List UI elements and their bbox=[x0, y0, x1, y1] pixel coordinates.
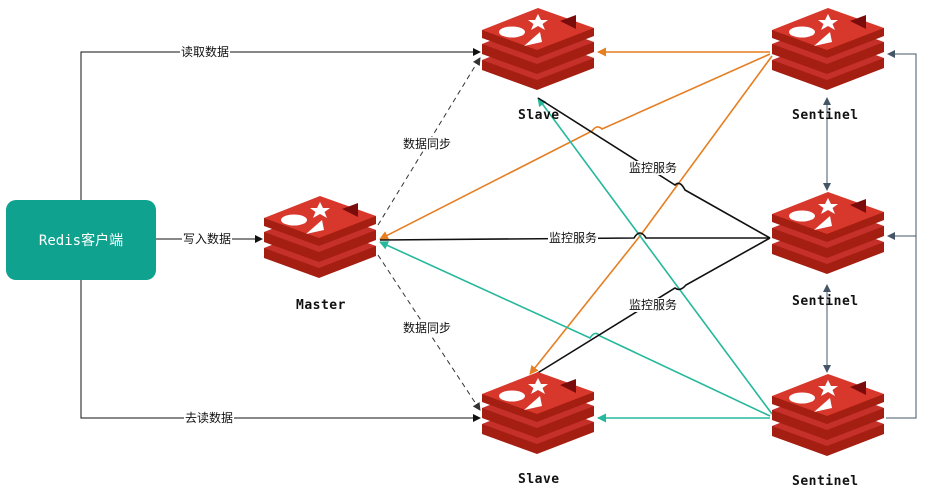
edge-label-sync-top: 数据同步 bbox=[402, 137, 453, 151]
edge-monitor-slave-bottom bbox=[535, 237, 771, 375]
edge-read-bottom bbox=[80, 280, 481, 422]
edge-label-read: 读取数据 bbox=[180, 45, 231, 59]
edge-label-write: 写入数据 bbox=[182, 232, 233, 246]
edge-teal-sentinel-master bbox=[379, 241, 771, 417]
slave-top-label: Slave bbox=[518, 108, 560, 123]
sentinel-bottom-label: Sentinel bbox=[792, 474, 859, 489]
slave-top-node bbox=[482, 8, 594, 90]
sentinel-mid-label: Sentinel bbox=[792, 294, 859, 309]
sentinel-top-node bbox=[772, 8, 884, 90]
edge-monitor-master bbox=[379, 232, 770, 241]
master-label: Master bbox=[296, 298, 346, 313]
edge-read bbox=[80, 48, 481, 200]
slave-bottom-node bbox=[482, 372, 594, 454]
redis-client-box: Redis客户端 bbox=[6, 200, 156, 280]
sentinel-top-label: Sentinel bbox=[792, 108, 859, 123]
edge-orange-sentinel-master bbox=[379, 53, 771, 240]
sentinel-bottom-node bbox=[772, 374, 884, 456]
edge-label-sync-bottom: 数据同步 bbox=[402, 321, 453, 335]
slave-bottom-label: Slave bbox=[518, 472, 560, 487]
edge-label-monitor-top: 监控服务 bbox=[628, 161, 679, 175]
master-node bbox=[264, 196, 376, 278]
redis-client-label: Redis客户端 bbox=[38, 233, 124, 249]
edge-label-monitor-bottom: 监控服务 bbox=[628, 298, 679, 312]
edge-monitor-slave-top bbox=[537, 97, 771, 239]
sentinel-mid-node bbox=[772, 192, 884, 274]
edge-label-read-bottom: 去读数据 bbox=[184, 411, 235, 425]
edge-label-monitor-mid: 监控服务 bbox=[548, 231, 599, 245]
edge-sync-top bbox=[377, 57, 481, 226]
